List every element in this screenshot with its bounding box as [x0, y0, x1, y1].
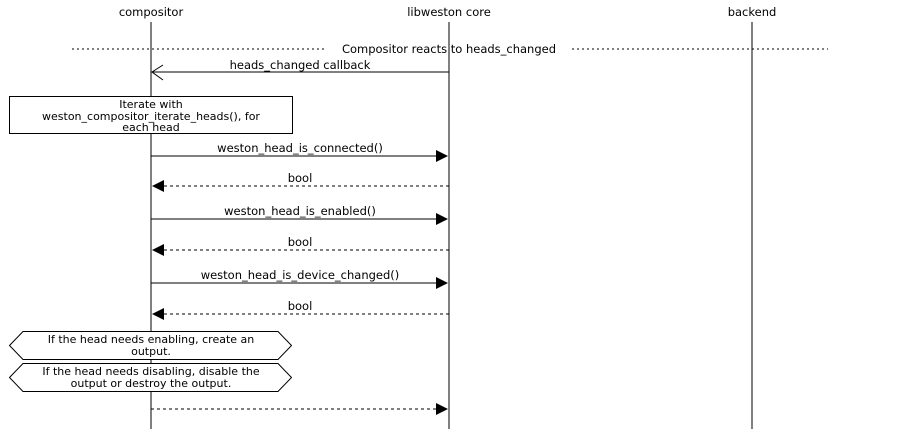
arrowhead-filled-right-5: [436, 277, 448, 289]
note-box-0: [9, 96, 293, 134]
condition-hexagon-1: [8, 363, 293, 392]
message-label-2: bool: [288, 171, 313, 185]
arrowhead-filled-right-7: [436, 403, 448, 415]
condition-enable-head: If the head needs enabling, create an ou…: [8, 331, 293, 360]
arrowhead-filled-right-3: [436, 213, 448, 225]
arrowhead-open-left-0: [151, 64, 164, 81]
note-line-0-1: weston_compositor_iterate_heads(), for: [42, 110, 260, 123]
message-heads-changed-callback: heads_changed callback: [151, 58, 449, 81]
message-bool-return-1: bool: [152, 171, 449, 192]
arrowhead-filled-left-4: [152, 244, 164, 256]
message-label-6: bool: [288, 299, 313, 313]
message-label-4: bool: [288, 235, 313, 249]
message-weston-head-is-enabled: weston_head_is_enabled(): [151, 204, 448, 225]
condition-line-0-1: output.: [131, 345, 171, 358]
condition-line-0-0: If the head needs enabling, create an: [48, 333, 255, 346]
separator-label: Compositor reacts to heads_changed: [342, 42, 556, 56]
message-bool-return-3: bool: [152, 299, 449, 320]
note-iterate-heads: Iterate with weston_compositor_iterate_h…: [9, 96, 293, 134]
arrowhead-filled-right-1: [436, 150, 448, 162]
message-final-return: [151, 403, 448, 415]
message-label-3: weston_head_is_enabled(): [224, 204, 376, 218]
lifelines-group: [150, 22, 753, 429]
message-label-0: heads_changed callback: [230, 58, 371, 72]
separator-group: Compositor reacts to heads_changed: [72, 42, 828, 56]
note-line-0-2: each head: [122, 121, 180, 134]
condition-disable-head: If the head needs disabling, disable the…: [8, 363, 293, 392]
lifeline-label-backend: backend: [728, 5, 777, 19]
lifeline-headers: compositor libweston core backend: [119, 5, 776, 19]
note-line-0-0: Iterate with: [119, 98, 183, 111]
condition-line-1-0: If the head needs disabling, disable the: [42, 365, 259, 378]
message-label-5: weston_head_is_device_changed(): [201, 268, 400, 282]
message-weston-head-is-device-changed: weston_head_is_device_changed(): [151, 268, 448, 289]
message-label-1: weston_head_is_connected(): [217, 141, 383, 155]
condition-line-1-1: output or destroy the output.: [71, 377, 232, 390]
arrowhead-filled-left-2: [152, 180, 164, 192]
condition-hexagon-0: [8, 331, 293, 360]
lifeline-label-libweston-core: libweston core: [407, 5, 491, 19]
message-weston-head-is-connected: weston_head_is_connected(): [151, 141, 448, 162]
arrowhead-filled-left-6: [152, 308, 164, 320]
message-bool-return-2: bool: [152, 235, 449, 256]
lifeline-label-compositor: compositor: [119, 5, 184, 19]
